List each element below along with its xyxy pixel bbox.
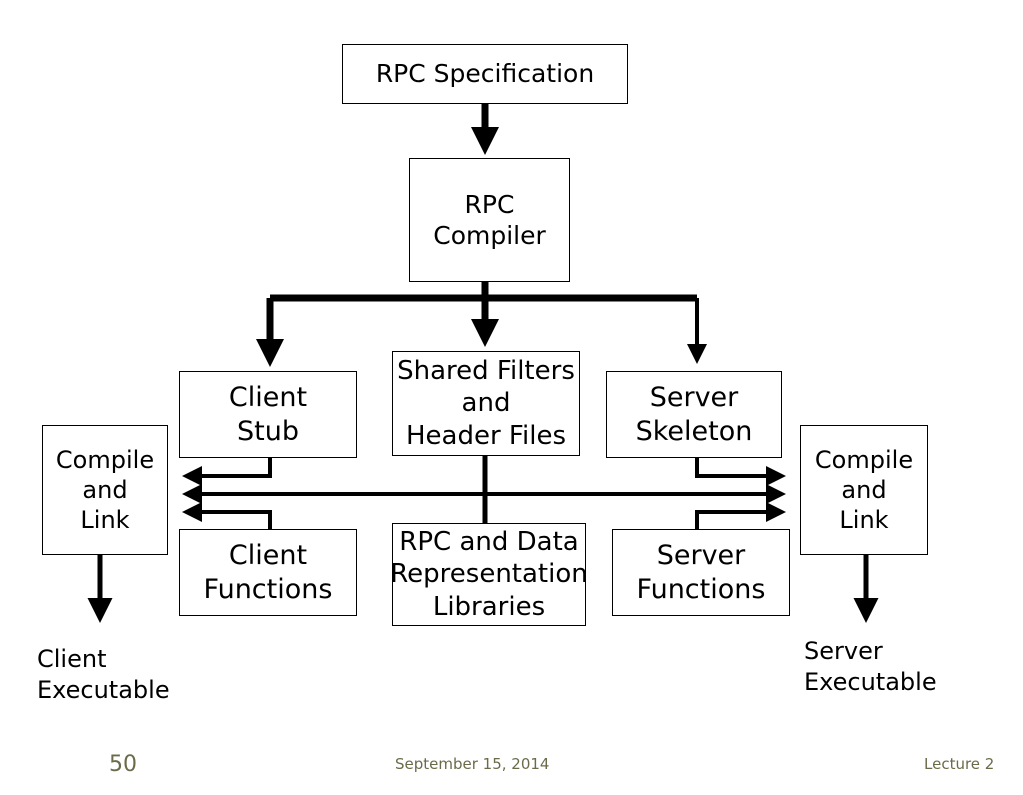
shared-filters-box: Shared Filters and Header Files [392,351,580,456]
compile-left-label-1: Compile [55,446,155,474]
client-functions-label-2: Functions [203,573,333,605]
client-executable-label: Client Executable [37,644,170,706]
server-executable-line-2: Executable [804,668,937,697]
compile-left-label-3: Link [80,506,130,534]
client-functions-box: Client Functions [179,529,357,616]
rpc-compiler-box: RPC Compiler [409,158,570,282]
client-executable-line-1: Client [37,645,107,673]
client-functions-label-1: Client [228,539,308,571]
server-executable-label: Server Executable [804,636,937,698]
rpc-libraries-label-1: RPC and Data [399,526,579,557]
server-skeleton-label-1: Server [649,381,739,413]
rpc-libraries-label-2: Representation [390,559,588,590]
compile-right-label-3: Link [839,506,889,534]
server-executable-line-1: Server [804,637,883,665]
rpc-specification-box: RPC Specification [342,44,628,104]
slide-number: 50 [109,752,137,777]
server-skeleton-box: Server Skeleton [606,371,782,458]
compile-link-left-box: Compile and Link [42,425,168,555]
client-stub-label-2: Stub [237,415,299,447]
rpc-compiler-label-2: Compiler [433,221,546,250]
slide-date: September 15, 2014 [395,755,550,773]
rpc-compiler-label-1: RPC [464,189,515,219]
rpc-libraries-label-3: Libraries [432,591,546,622]
compile-link-right-box: Compile and Link [800,425,928,555]
compile-right-label-2: and [841,476,887,504]
shared-filters-label-2: and [461,388,511,419]
compile-left-label-2: and [82,476,128,504]
rpc-libraries-box: RPC and Data Representation Libraries [390,523,588,626]
server-functions-label-2: Functions [636,573,766,605]
client-executable-line-2: Executable [37,676,170,705]
shared-filters-label-3: Header Files [406,420,566,451]
server-skeleton-label-2: Skeleton [635,415,753,447]
compile-right-label-1: Compile [814,446,914,474]
rpc-specification-label: RPC Specification [375,59,595,89]
client-stub-label-1: Client [228,381,308,413]
server-functions-label-1: Server [656,539,746,571]
server-functions-box: Server Functions [612,529,790,616]
slide-lecture: Lecture 2 [924,755,995,773]
shared-filters-label-1: Shared Filters [397,355,575,386]
client-stub-box: Client Stub [179,371,357,458]
